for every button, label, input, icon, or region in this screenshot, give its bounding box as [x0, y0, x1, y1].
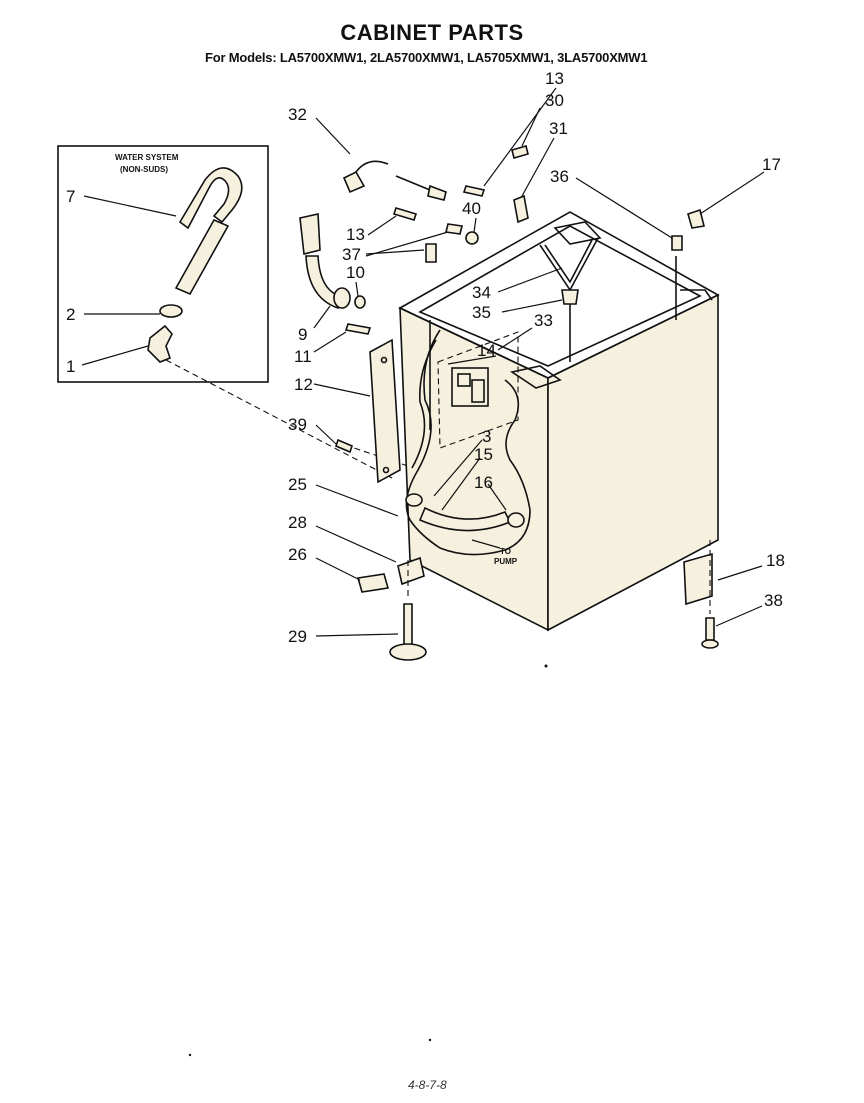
- callout-39: 39: [288, 415, 307, 434]
- elbow-fitting: [147, 324, 173, 363]
- callout-17: 17: [762, 155, 781, 174]
- top-hardware: [299, 145, 705, 454]
- model-list: For Models: LA5700XMW1, 2LA5700XMW1, LA5…: [205, 50, 648, 65]
- callout-29: 29: [288, 627, 307, 646]
- hose-clamp: [159, 304, 183, 318]
- callout-38: 38: [764, 591, 783, 610]
- callout-2: 2: [66, 305, 75, 324]
- callout-3: 3: [482, 427, 491, 446]
- callout-11: 11: [294, 347, 312, 366]
- cabinet-body: [356, 211, 720, 661]
- page-title: CABINET PARTS: [340, 20, 524, 45]
- inset-label-line2: (NON-SUDS): [120, 165, 168, 174]
- callout-13-top: 13: [545, 69, 564, 88]
- callout-36: 36: [550, 167, 569, 186]
- callout-1: 1: [66, 357, 75, 376]
- callout-33: 33: [534, 311, 553, 330]
- callout-32: 32: [288, 105, 307, 124]
- callout-15: 15: [474, 445, 493, 464]
- callout-31: 31: [549, 119, 568, 138]
- callout-28: 28: [288, 513, 307, 532]
- callout-9: 9: [298, 325, 307, 344]
- callouts: 7 2 1 32 13 30 31 36 17 13 40 37 10 9 11…: [66, 69, 785, 646]
- callout-7: 7: [66, 187, 75, 206]
- hose-straight: [174, 218, 230, 296]
- pump-note-line2: PUMP: [494, 557, 518, 566]
- callout-34: 34: [472, 283, 491, 302]
- hose-u-bend: [178, 167, 243, 230]
- callout-12: 12: [294, 375, 313, 394]
- water-system-inset: WATER SYSTEM (NON-SUDS): [57, 145, 269, 383]
- callout-10: 10: [346, 263, 365, 282]
- callout-30: 30: [545, 91, 564, 110]
- callout-35: 35: [472, 303, 491, 322]
- pump-note-line1: TO: [500, 547, 511, 556]
- callout-37: 37: [342, 245, 361, 264]
- footer-mark: 4-8-7-8: [408, 1078, 447, 1092]
- callout-14: 14: [477, 341, 496, 360]
- callout-26: 26: [288, 545, 307, 564]
- callout-25: 25: [288, 475, 307, 494]
- leader-lines: [81, 87, 765, 637]
- callout-13-lower: 13: [346, 225, 365, 244]
- callout-18: 18: [766, 551, 785, 570]
- inset-label-line1: WATER SYSTEM: [115, 153, 179, 162]
- callout-40: 40: [462, 199, 481, 218]
- callout-16: 16: [474, 473, 493, 492]
